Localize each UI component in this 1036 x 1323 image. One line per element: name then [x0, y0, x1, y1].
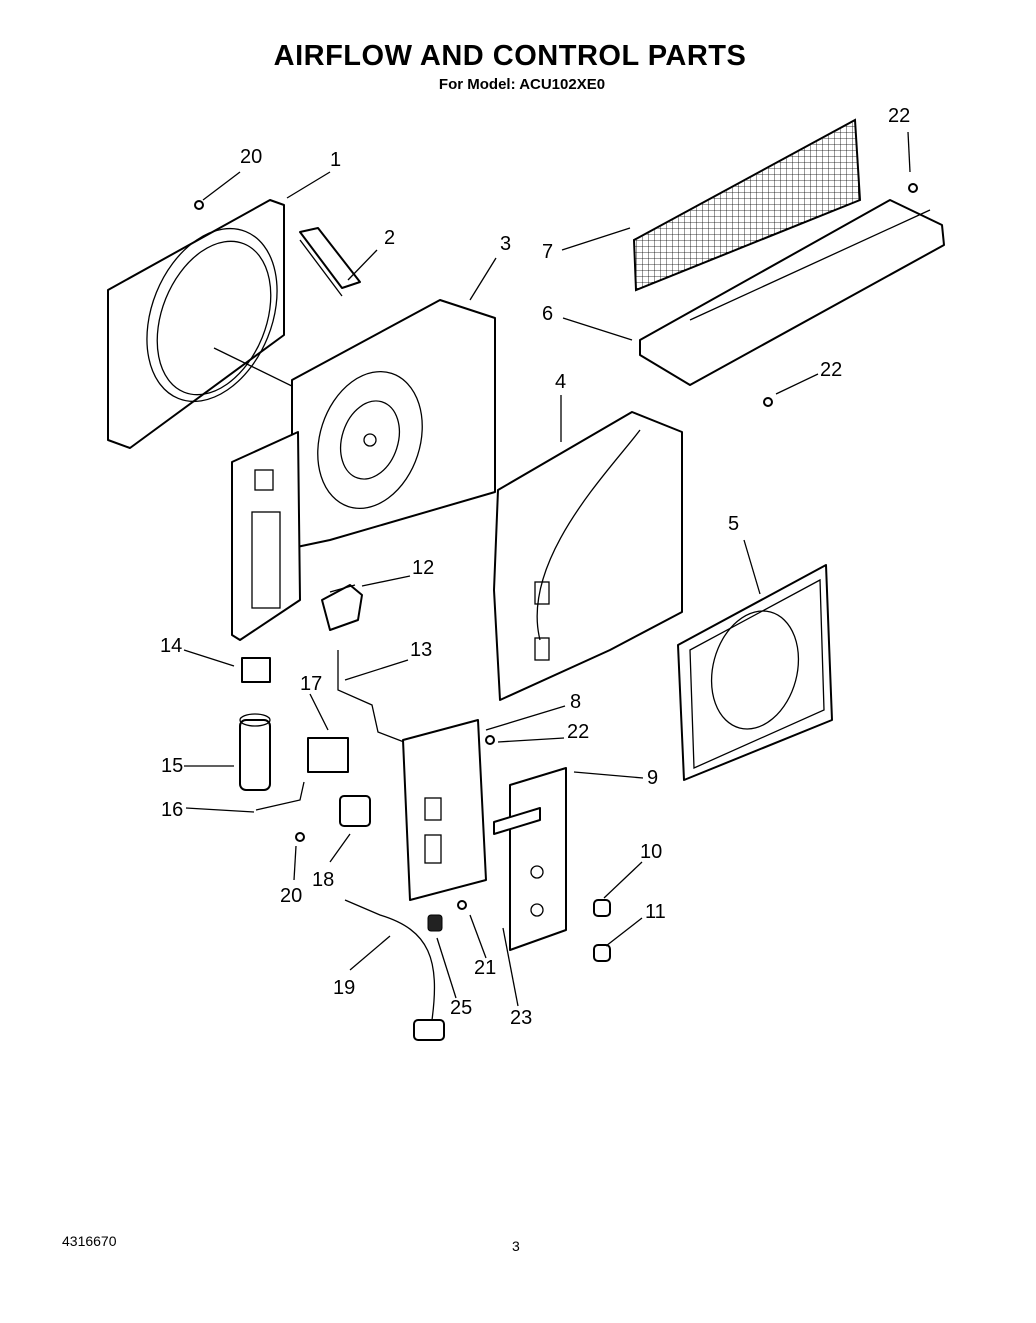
callout-label: 9: [647, 767, 658, 789]
callout-label: 4: [555, 371, 566, 393]
callout-label: 1: [330, 149, 341, 171]
callout-label: 23: [510, 1007, 532, 1029]
part-11-knob: [593, 944, 611, 962]
part-4-scroll: [493, 411, 683, 701]
part-16-strap: [255, 781, 305, 811]
callout-label: 6: [542, 303, 553, 325]
part-19-power-cord: [344, 899, 445, 1041]
part-6-rail: [639, 199, 945, 386]
part-8-control-panel: [402, 719, 487, 901]
part-2-bracket: [299, 227, 361, 297]
page-title: AIRFLOW AND CONTROL PARTS: [273, 40, 747, 72]
part-3-orifice-panel: [291, 299, 496, 549]
part-14-relay: [241, 657, 271, 683]
doc-number: 4316670: [62, 1233, 117, 1249]
callout-label: 14: [160, 635, 182, 657]
part-10-knob: [593, 899, 611, 917]
part-25-strain-relief: [427, 914, 443, 932]
callout-label: 21: [474, 957, 496, 979]
callout-label: 7: [542, 241, 553, 263]
callout-leaders: [183, 131, 911, 1007]
part-7-filter: [632, 118, 862, 292]
part-1-shroud: [107, 199, 301, 449]
model-subtitle: For Model: ACU102XE0: [438, 76, 606, 93]
callout-label: 12: [412, 557, 434, 579]
callout-label: 15: [161, 755, 183, 777]
callout-label: 18: [312, 869, 334, 891]
callout-label: 22: [888, 105, 910, 127]
part-15-capacitor: [239, 713, 271, 791]
control-side-panel: [231, 431, 301, 641]
callout-label: 2: [384, 227, 395, 249]
callout-label: 22: [567, 721, 589, 743]
part-5-front-frame: [677, 564, 833, 781]
screws: [194, 183, 918, 910]
part-12-switch: [321, 584, 363, 631]
part-18-motor: [339, 795, 371, 827]
callout-label: 16: [161, 799, 183, 821]
callout-label: 10: [640, 841, 662, 863]
callout-label: 13: [410, 639, 432, 661]
callout-label: 8: [570, 691, 581, 713]
callout-label: 5: [728, 513, 739, 535]
callout-label: 20: [280, 885, 302, 907]
callout-label: 3: [500, 233, 511, 255]
page-number: 3: [512, 1238, 520, 1254]
callout-label: 25: [450, 997, 472, 1019]
callout-label: 20: [240, 146, 262, 168]
callout-label: 11: [645, 901, 666, 923]
callout-label: 22: [820, 359, 842, 381]
part-9-control-cover: [493, 767, 567, 951]
callout-label: 17: [300, 673, 322, 695]
part-13-probe: [337, 650, 405, 743]
part-17-switch: [307, 737, 349, 773]
callout-labels: 20 1 2 3 22 7 6 22 4 5 12 13 14 17 8 22 …: [160, 105, 910, 1029]
callout-label: 19: [333, 977, 355, 999]
